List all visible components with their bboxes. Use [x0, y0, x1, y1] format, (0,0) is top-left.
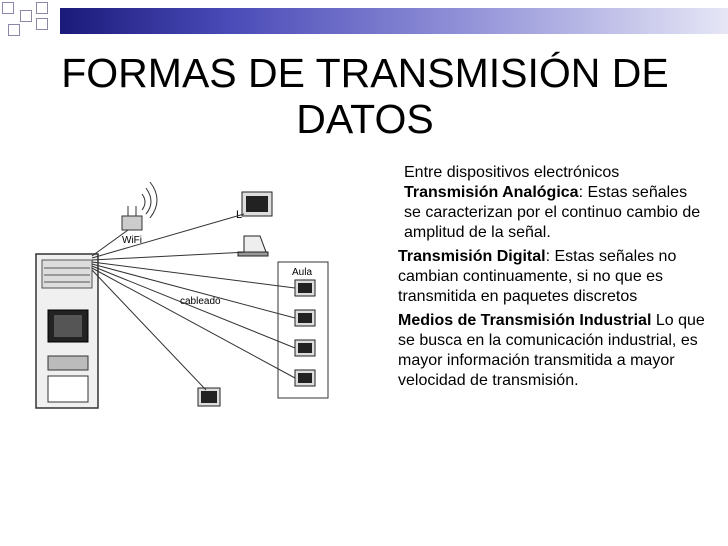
- header-bar: [0, 0, 728, 36]
- p1-line1: Entre dispositivos electrónicos: [404, 164, 620, 181]
- square-decor: [36, 2, 48, 14]
- slide-body: Entre dispositivos electrónicos Transmis…: [398, 163, 708, 391]
- p3-rest: Lo que se busca en la comunicación indus…: [398, 312, 705, 389]
- p1-rest: : Estas señales se caracterizan por el c…: [404, 184, 701, 241]
- cable-label: cableado: [180, 296, 221, 307]
- square-decor: [20, 10, 32, 22]
- cable-lines: [91, 213, 296, 391]
- p2-rest: : Estas señales no cambian continuamente…: [398, 248, 677, 305]
- server-rack-icon: [35, 253, 99, 409]
- slide-title: FORMAS DE TRANSMISIÓN DE DATOS: [61, 50, 669, 142]
- desktop-computer-icon: [241, 191, 273, 217]
- wifi-router-icon: [121, 181, 158, 231]
- paragraph-analog: Entre dispositivos electrónicos Transmis…: [398, 163, 708, 243]
- p3-bold: Medios de Transmisión Industrial: [398, 312, 652, 329]
- square-decor: [36, 18, 48, 30]
- square-decor: [2, 2, 14, 14]
- p1-bold: Transmisión Analógica: [404, 184, 579, 201]
- network-diagram: WiFi L Aula cableado: [35, 181, 329, 409]
- paragraph-industrial: Medios de Transmisión Industrial Lo que …: [398, 311, 708, 391]
- wifi-label: WiFi: [122, 235, 142, 246]
- aula-computer-icon: [294, 279, 316, 387]
- laptop-icon: [237, 235, 269, 257]
- aula-label: Aula: [292, 267, 312, 278]
- gradient-bar: [60, 8, 728, 34]
- p2-bold: Transmisión Digital: [398, 248, 546, 265]
- square-decor: [8, 24, 20, 36]
- bottom-computer-icon: [197, 387, 221, 407]
- paragraph-digital: Transmisión Digital: Estas señales no ca…: [398, 247, 708, 307]
- decorative-squares: [0, 0, 60, 40]
